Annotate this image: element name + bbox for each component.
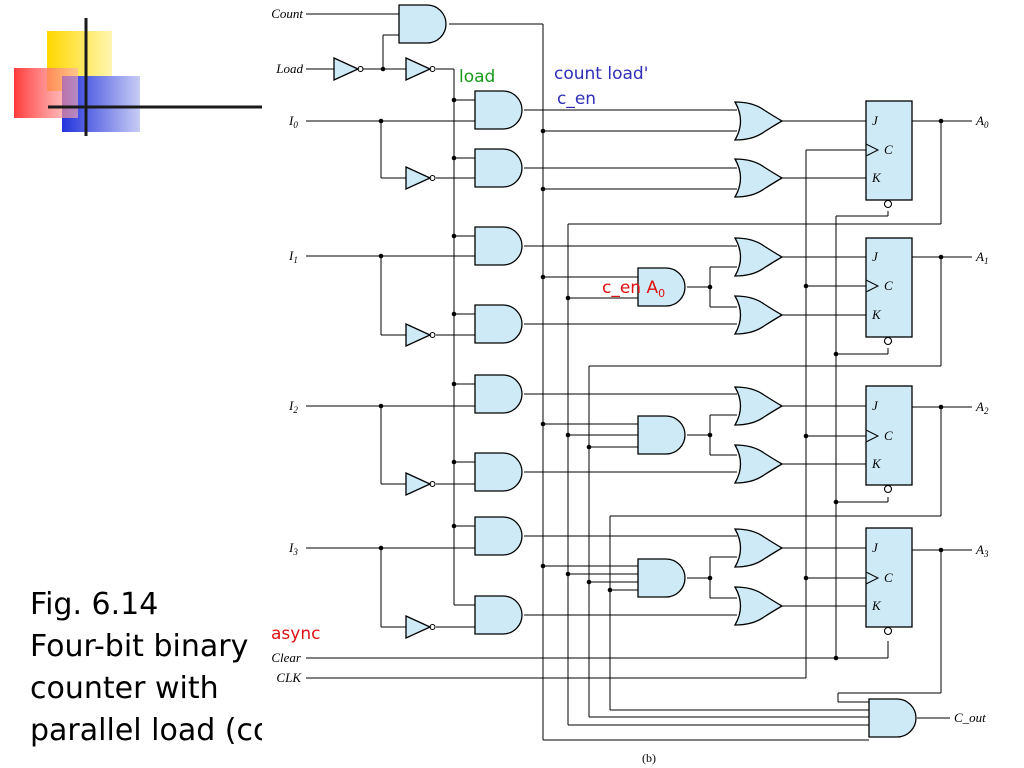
jk-flip-flops: J C K J C K J C K J C K — [865, 100, 913, 636]
a2-output-label: A2 — [975, 399, 989, 416]
or-gate — [734, 158, 783, 198]
count-input-label: Count — [271, 6, 303, 21]
and-gate — [637, 415, 686, 455]
pin-c-label: C — [884, 142, 893, 157]
pin-j-label: J — [872, 398, 879, 413]
deco-red-square — [14, 68, 78, 118]
and-gate — [637, 558, 686, 598]
jk-flip-flop-0: J C K — [865, 100, 913, 209]
i3-input-label: I3 — [288, 540, 298, 557]
load-input-label: Load — [275, 61, 303, 76]
annotation-load: load — [459, 67, 495, 87]
pin-j-label: J — [872, 113, 879, 128]
a0-output-label: A0 — [975, 113, 989, 130]
i0-input-label: I0 — [288, 113, 298, 130]
or-gate — [734, 528, 783, 568]
and-gate — [474, 374, 523, 414]
inverter-load-2 — [405, 56, 436, 82]
clk-input-label: CLK — [276, 670, 302, 685]
inverter-load-1 — [333, 56, 364, 82]
caption-line-3: counter with — [30, 671, 219, 706]
or-gate — [734, 295, 783, 335]
or-gate — [734, 386, 783, 426]
inverters — [333, 56, 436, 640]
pin-c-label: C — [884, 278, 893, 293]
i1-input-label: I1 — [288, 248, 298, 265]
annotations: load count load' c_en c_en A0 async — [271, 64, 665, 644]
and-gate — [474, 595, 523, 635]
or-gate — [734, 237, 783, 277]
inverter-i3 — [405, 614, 436, 640]
jk-flip-flop-2: J C K — [865, 385, 913, 494]
annotation-async: async — [271, 624, 320, 644]
or-gate — [734, 586, 783, 626]
c-out-label: C_out — [954, 710, 986, 725]
pin-k-label: K — [871, 456, 882, 471]
figure-part-label: (b) — [642, 751, 656, 765]
or-gate — [734, 101, 783, 141]
annotation-c-en-a0: c_en A0 — [602, 278, 665, 300]
jk-flip-flop-1: J C K — [865, 237, 913, 346]
pin-j-label: J — [872, 249, 879, 264]
pin-k-label: K — [871, 598, 882, 613]
and-gate-carry-out — [868, 698, 917, 738]
and-gates — [398, 4, 917, 738]
pin-k-label: K — [871, 170, 882, 185]
inverter-i2 — [405, 471, 436, 497]
jk-flip-flop-3: J C K — [865, 527, 913, 636]
and-gate — [474, 304, 523, 344]
pin-j-label: J — [872, 540, 879, 555]
annotation-count-load: count load' — [554, 64, 648, 84]
or-gate — [734, 444, 783, 484]
wires — [306, 13, 972, 741]
and-gate — [474, 516, 523, 556]
a1-output-label: A1 — [975, 249, 988, 266]
pin-c-label: C — [884, 428, 893, 443]
pin-c-label: C — [884, 570, 893, 585]
clear-input-label: Clear — [271, 650, 302, 665]
inverter-i1 — [405, 322, 436, 348]
signal-labels: Count Load I0 I1 I2 I3 Clear CLK A0 A1 A… — [271, 6, 989, 765]
a3-output-label: A3 — [975, 542, 989, 559]
or-gates — [734, 101, 783, 626]
counter-circuit-diagram: J C K J C K J C K J C K — [262, 0, 1024, 768]
pin-k-label: K — [871, 307, 882, 322]
and-gate — [474, 452, 523, 492]
and-gate — [474, 148, 523, 188]
annotation-c-en: c_en — [557, 89, 596, 109]
and-gate — [474, 90, 523, 130]
slide-decoration — [0, 0, 270, 140]
figure-caption: Fig. 6.14 Four-bit binary counter with p… — [30, 584, 270, 754]
junction-dots — [378, 66, 944, 661]
and-gate-count-load — [398, 4, 447, 44]
caption-line-2: Four-bit binary — [30, 629, 249, 664]
caption-line-4: parallel load (co — [30, 713, 270, 748]
and-gate — [474, 226, 523, 266]
inverter-i0 — [405, 165, 436, 191]
i2-input-label: I2 — [288, 398, 298, 415]
caption-line-1: Fig. 6.14 — [30, 587, 159, 622]
